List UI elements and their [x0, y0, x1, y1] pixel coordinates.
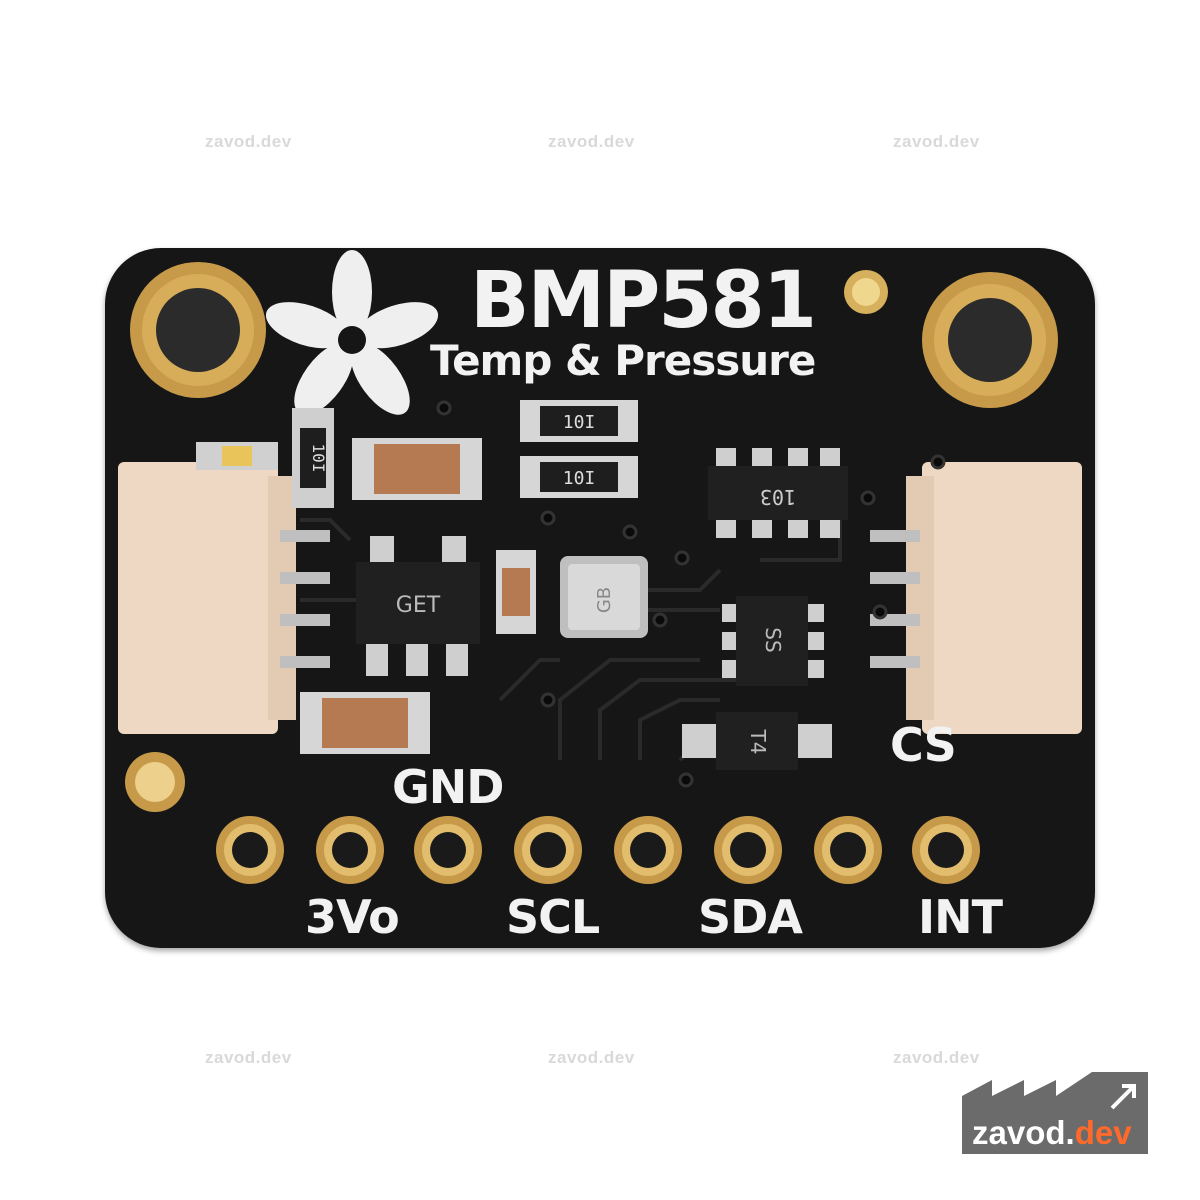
resistor-top-2 — [520, 456, 638, 498]
watermark-text: zavod.dev — [893, 132, 980, 151]
resistor-array — [708, 448, 848, 538]
watermark-text: zavod.dev — [205, 132, 292, 151]
mounting-hole-right — [922, 272, 1058, 408]
ic-marking: SS — [761, 627, 785, 652]
capacitor-bottom — [300, 692, 430, 754]
header-pad — [514, 816, 582, 884]
pin-label-int: INT — [918, 890, 1003, 944]
header-pad — [316, 816, 384, 884]
resistor-marking: 10I — [563, 468, 596, 489]
mounting-hole-left — [130, 262, 266, 398]
regulator-marking: GET — [396, 593, 441, 618]
zavod-logo-badge — [962, 1072, 1148, 1154]
pin-label-scl: SCL — [506, 890, 600, 944]
watermark-text: zavod.dev — [205, 1048, 292, 1067]
capacitor-small — [496, 550, 536, 634]
logo-name: zavod — [972, 1114, 1066, 1151]
voltage-regulator — [356, 536, 480, 676]
header-pad — [814, 816, 882, 884]
watermark-text: zavod.dev — [893, 1048, 980, 1067]
header-pad — [912, 816, 980, 884]
pin-label-cs: CS — [890, 718, 957, 772]
diode-marking: T4 — [746, 729, 770, 755]
level-shifter-ic — [722, 596, 824, 686]
resistor-marking: 10I — [563, 412, 596, 433]
pressure-sensor-chip — [560, 556, 648, 638]
arrow-icon — [1110, 1084, 1136, 1110]
watermark-text: zavod.dev — [548, 132, 635, 151]
logo-dot: . — [1065, 1114, 1075, 1151]
header-pad — [714, 816, 782, 884]
zavod-logo-text: zavod.dev — [972, 1116, 1132, 1149]
header-pad — [414, 816, 482, 884]
sensor-marking: GB — [594, 587, 615, 613]
resistor-array-marking: 103 — [760, 485, 796, 509]
stemma-connector-left — [118, 462, 330, 734]
header-pads — [216, 816, 980, 884]
stemma-connector-right — [870, 462, 1082, 734]
flower-logo-icon — [265, 250, 439, 415]
resistor-top-1 — [520, 400, 638, 442]
logo-tld: dev — [1074, 1114, 1132, 1151]
pin-label-gnd: GND — [392, 760, 504, 814]
pin-label-sda: SDA — [698, 890, 803, 944]
header-pad — [216, 816, 284, 884]
resistor-vertical — [292, 408, 334, 508]
board-title: BMP581 — [470, 256, 817, 346]
watermark-text: zavod.dev — [548, 1048, 635, 1067]
resistor-marking: 10I — [309, 444, 328, 473]
diode — [682, 712, 832, 770]
board-subtitle: Temp & Pressure — [430, 336, 816, 385]
pin-label-3vo: 3Vo — [305, 890, 400, 944]
capacitor-top — [352, 438, 482, 500]
power-led — [196, 442, 278, 470]
header-pad — [614, 816, 682, 884]
